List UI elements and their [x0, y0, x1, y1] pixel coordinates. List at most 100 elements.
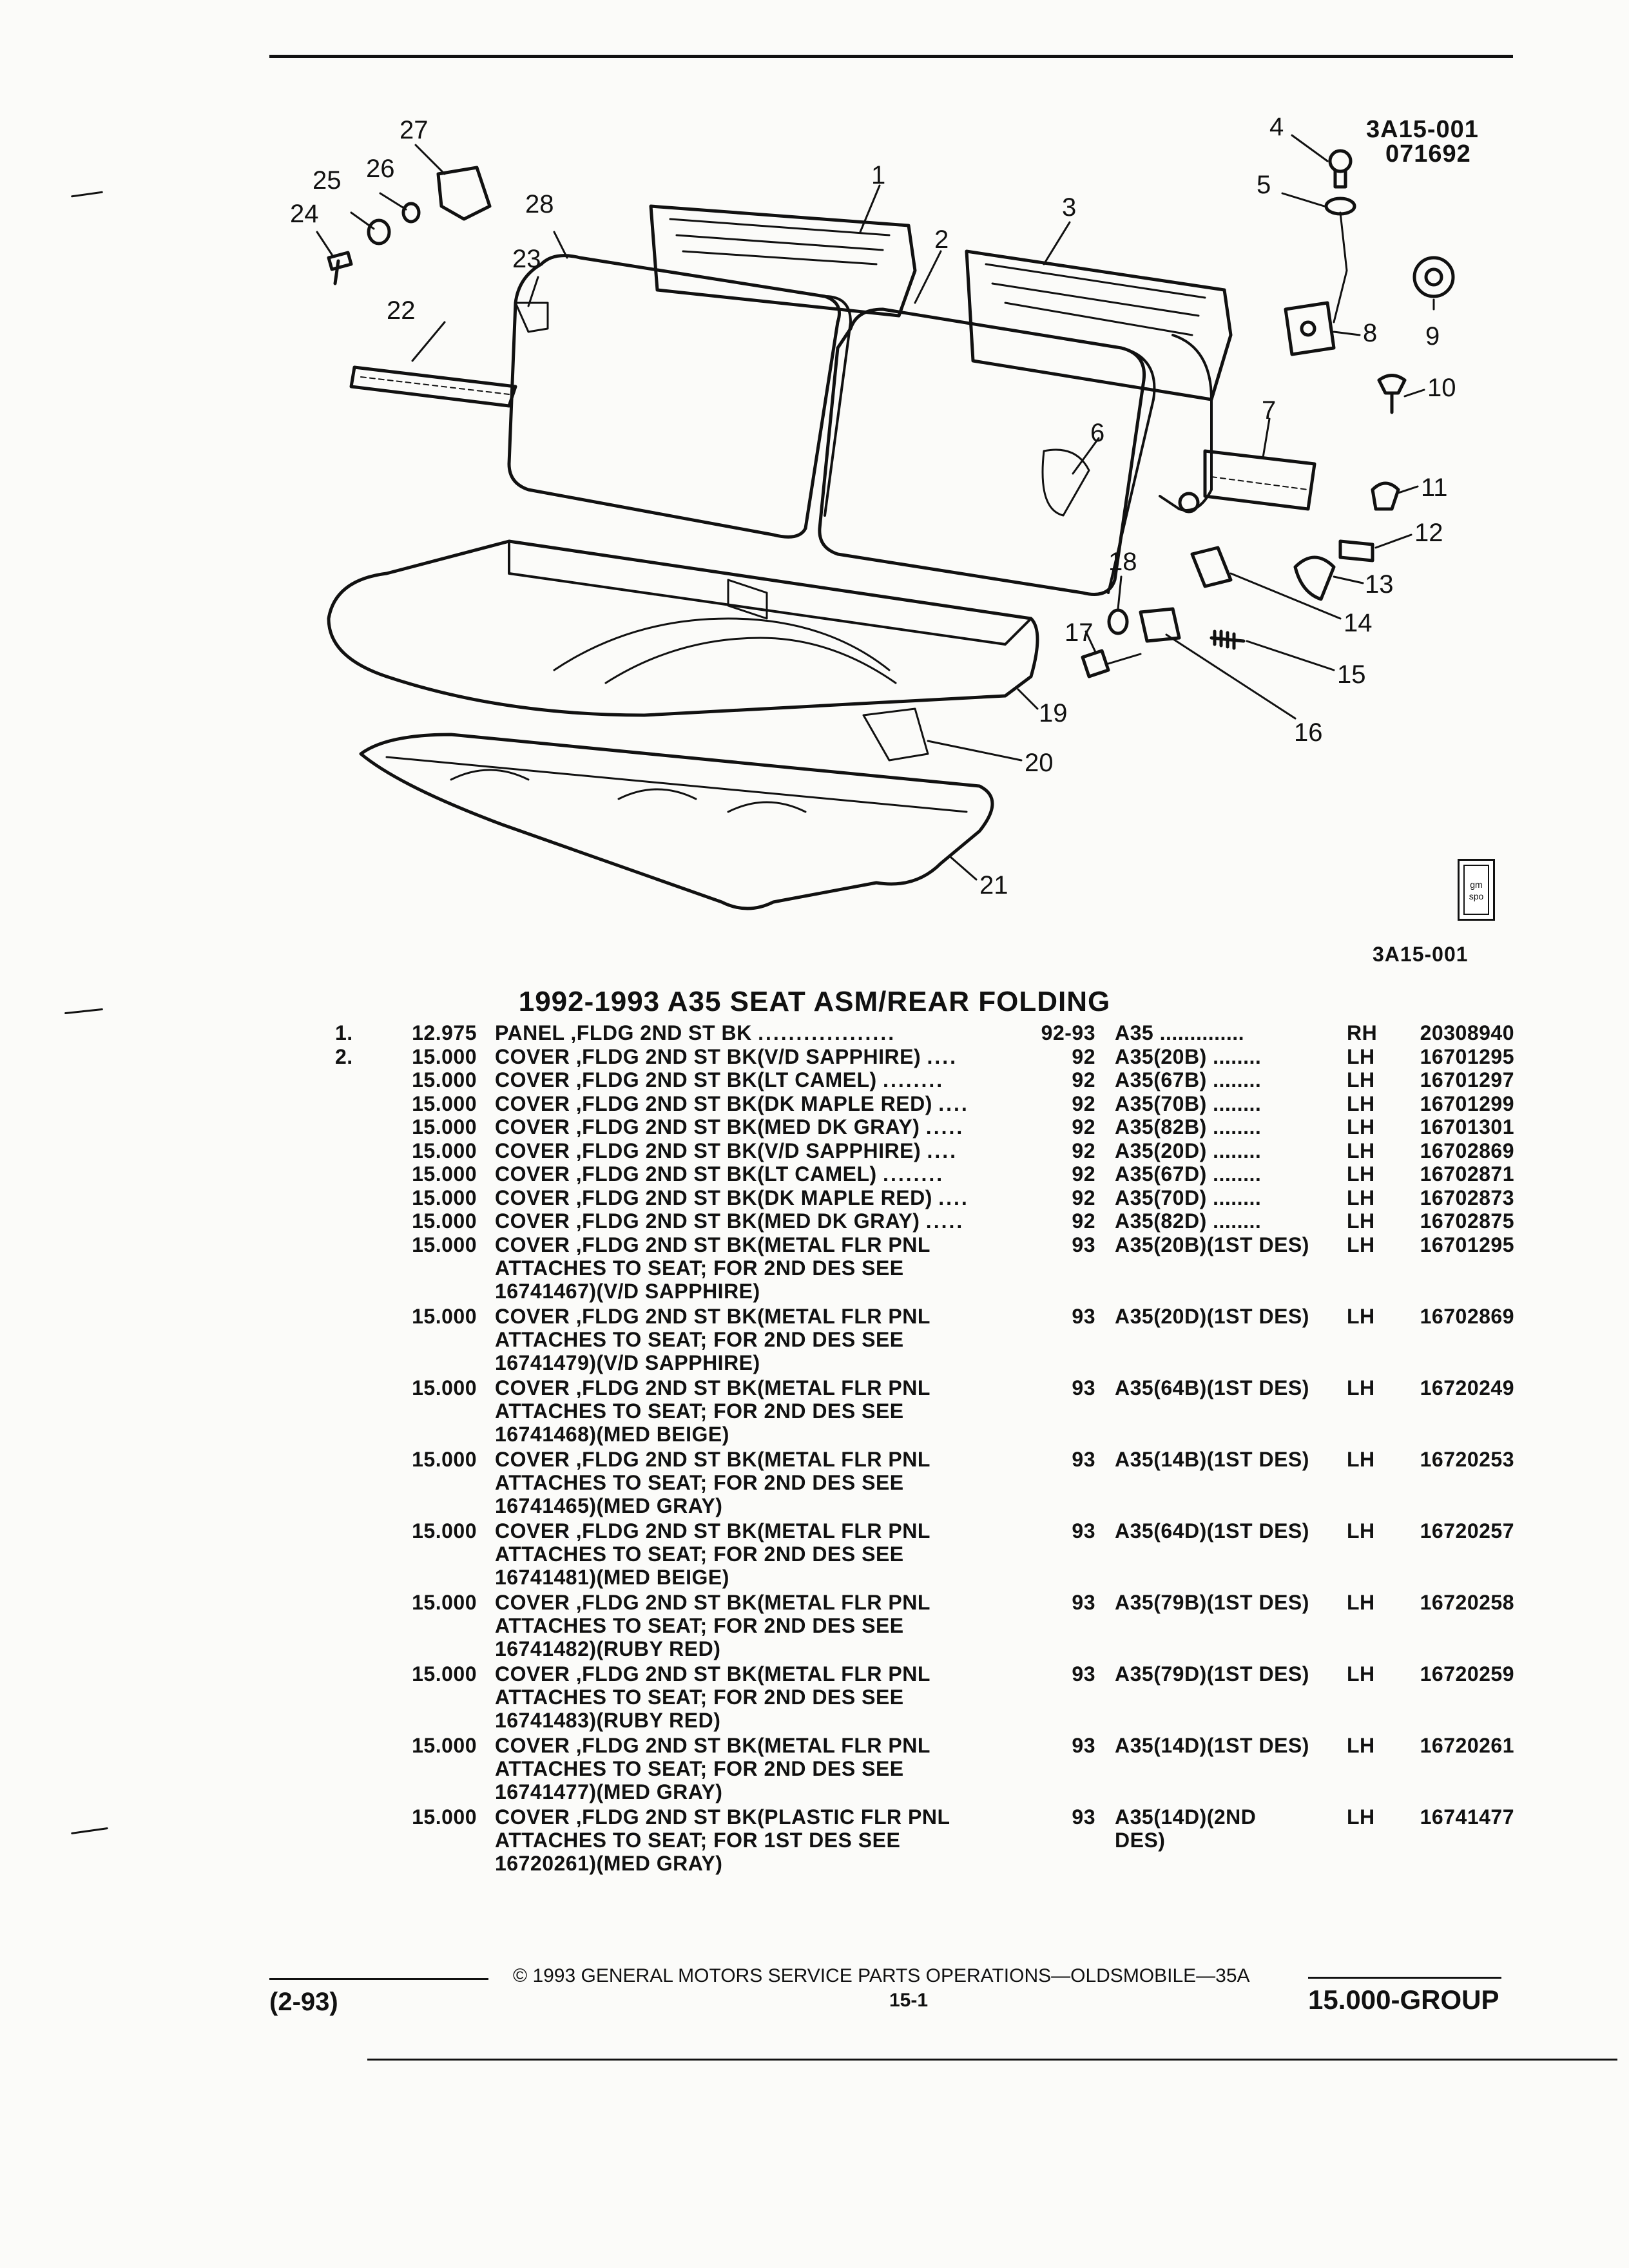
callout-22: 22 [387, 296, 416, 325]
leader-dots: .... [927, 1139, 958, 1162]
part-description-line-wrap: COVER ,FLDG 2ND ST BK(LT CAMEL) ........ [495, 1068, 944, 1091]
callout-28: 28 [525, 190, 554, 218]
part-description-text: COVER ,FLDG 2ND ST BK(V/D SAPPHIRE) [495, 1044, 921, 1068]
side: LH [1347, 1044, 1375, 1068]
clip-11-icon [1371, 481, 1400, 511]
part-description-text: COVER ,FLDG 2ND ST BK(DK MAPLE RED) [495, 1186, 932, 1209]
group-number: 15.000 [412, 1590, 477, 1614]
callout-4: 4 [1269, 113, 1284, 141]
side: LH [1347, 1590, 1375, 1614]
item-number: 2. [335, 1044, 353, 1068]
nut-17-icon [1081, 649, 1110, 678]
part-description-line: ATTACHES TO SEAT; FOR 2ND DES SEE [495, 1756, 904, 1780]
footer-date-code: (2-93) [269, 1988, 338, 2016]
group-number: 15.000 [412, 1233, 477, 1256]
model-code: A35(20B)(1ST DES) [1115, 1233, 1309, 1256]
model-year: 92 [1072, 1209, 1095, 1233]
model-year: 92-93 [1041, 1021, 1095, 1044]
part-description-line: 16741477)(MED GRAY) [495, 1780, 723, 1803]
part-description-line: ATTACHES TO SEAT; FOR 2ND DES SEE [495, 1613, 904, 1637]
parts-row: 15.000 COVER ,FLDG 2ND ST BK(DK MAPLE RED… [0, 1186, 1629, 1209]
grommet-5-icon [1324, 197, 1356, 216]
side: LH [1347, 1139, 1375, 1162]
bottom-rule [367, 2059, 1617, 2061]
bracket-8-icon [1284, 301, 1336, 356]
seat-rail-right [1203, 449, 1316, 511]
model-code: A35(64B)(1ST DES) [1115, 1376, 1309, 1399]
callout-15: 15 [1337, 660, 1366, 689]
part-description-line: COVER ,FLDG 2ND ST BK(METAL FLR PNL [495, 1447, 930, 1471]
part-number: 16720253 [1420, 1447, 1514, 1471]
part-description-line-wrap: COVER ,FLDG 2ND ST BK(DK MAPLE RED) .... [495, 1186, 969, 1209]
exploded-seat-diagram [316, 134, 1455, 910]
part-description-line: 16741483)(RUBY RED) [495, 1708, 721, 1732]
callout-10: 10 [1427, 374, 1456, 402]
part-description-line: 16741481)(MED BEIGE) [495, 1565, 729, 1589]
part-number: 16720249 [1420, 1376, 1514, 1399]
leader-dots: ........ [883, 1068, 945, 1091]
washer-18-icon [1107, 608, 1129, 635]
part-number: 16702869 [1420, 1139, 1514, 1162]
part-number: 16720257 [1420, 1519, 1514, 1542]
side: LH [1347, 1091, 1375, 1115]
gm-spo-stamp: gm spo [1458, 859, 1495, 921]
side: LH [1347, 1519, 1375, 1542]
part-description-line: COVER ,FLDG 2ND ST BK(METAL FLR PNL [495, 1519, 930, 1542]
part-number: 16720258 [1420, 1590, 1514, 1614]
screw-15-icon [1210, 629, 1246, 650]
side: LH [1347, 1733, 1375, 1757]
group-number: 15.000 [412, 1186, 477, 1209]
callout-6: 6 [1090, 419, 1105, 447]
part-number: 16741477 [1420, 1805, 1514, 1829]
pad-23-icon [514, 302, 549, 333]
callout-2: 2 [934, 226, 949, 254]
bolt-4-icon [1328, 149, 1353, 173]
model-year: 92 [1072, 1139, 1095, 1162]
model-code: A35(70D) ........ [1115, 1186, 1262, 1209]
part-description-line: ATTACHES TO SEAT; FOR 2ND DES SEE [495, 1256, 904, 1280]
group-number: 15.000 [412, 1376, 477, 1399]
part-description-line: 16741467)(V/D SAPPHIRE) [495, 1279, 760, 1303]
part-description-line-wrap: COVER ,FLDG 2ND ST BK(LT CAMEL) ........ [495, 1162, 944, 1186]
knob-9-icon [1412, 256, 1455, 298]
part-description-text: COVER ,FLDG 2ND ST BK(MED DK GRAY) [495, 1115, 920, 1139]
callout-12: 12 [1414, 519, 1443, 547]
callout-5: 5 [1257, 171, 1271, 199]
model-year: 92 [1072, 1091, 1095, 1115]
seat-back-panel-right [965, 249, 1233, 401]
model-code: A35(20D) ........ [1115, 1139, 1262, 1162]
model-code: A35(67B) ........ [1115, 1068, 1262, 1091]
part-description: COVER ,FLDG 2ND ST BK(V/D SAPPHIRE) .... [495, 1139, 958, 1162]
group-number: 15.000 [412, 1162, 477, 1186]
part-description: COVER ,FLDG 2ND ST BK(LT CAMEL) ........ [495, 1068, 944, 1091]
group-number: 12.975 [412, 1021, 477, 1044]
callout-7: 7 [1262, 396, 1277, 425]
model-code: A35 .............. [1115, 1021, 1245, 1044]
callout-18: 18 [1108, 548, 1137, 576]
part-description: COVER ,FLDG 2ND ST BK(V/D SAPPHIRE) .... [495, 1045, 958, 1068]
callout-1: 1 [871, 161, 886, 189]
leader-dots: .................. [758, 1021, 896, 1044]
part-number: 16720261 [1420, 1733, 1514, 1757]
part-description-line: COVER ,FLDG 2ND ST BK(METAL FLR PNL [495, 1304, 930, 1328]
model-year: 92 [1072, 1115, 1095, 1139]
callout-27: 27 [400, 116, 429, 144]
leader-dots: ..... [925, 1209, 965, 1233]
seat-back-cover-left [507, 254, 841, 539]
leader-dots: .... [927, 1044, 958, 1068]
part-description-line-wrap: COVER ,FLDG 2ND ST BK(MED DK GRAY) ..... [495, 1209, 964, 1233]
part-description-line: COVER ,FLDG 2ND ST BK(METAL FLR PNL [495, 1590, 930, 1614]
part-description-line-wrap: COVER ,FLDG 2ND ST BK(DK MAPLE RED) .... [495, 1092, 969, 1115]
part-number: 16702871 [1420, 1162, 1514, 1186]
model-code: A35(64D)(1ST DES) [1115, 1519, 1309, 1542]
part-description-line: 16741482)(RUBY RED) [495, 1637, 721, 1660]
